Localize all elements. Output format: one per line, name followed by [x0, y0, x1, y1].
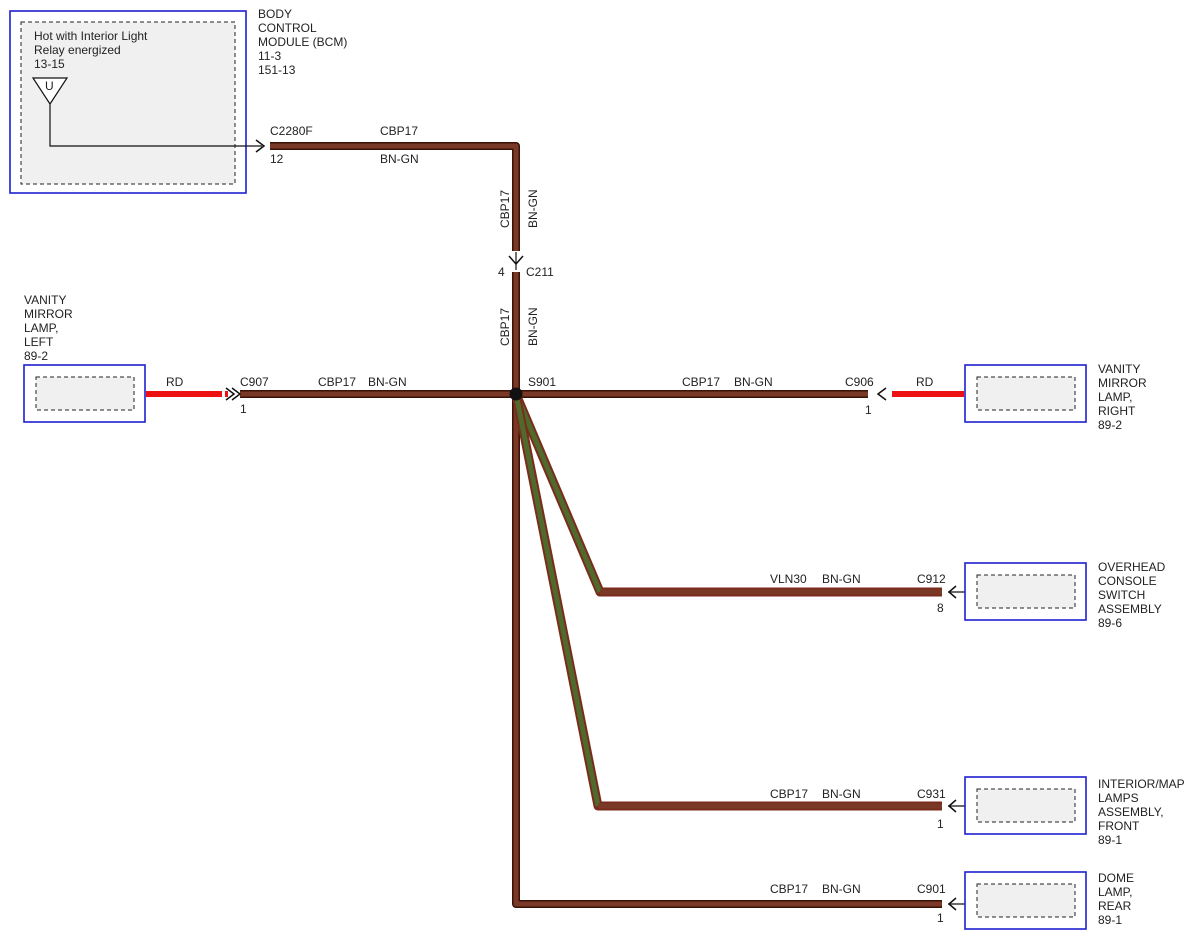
feed-symbol-icon: U [31, 77, 262, 147]
c931-connector-label: C931 [917, 787, 946, 801]
c906-pin-label: 1 [865, 403, 872, 417]
overhead-title-1: OVERHEAD [1098, 560, 1166, 574]
dome-component[interactable] [964, 871, 1087, 930]
vanity-right-lead-color: RD [916, 375, 934, 389]
c912-circuit-label: VLN30 [770, 572, 807, 586]
c912-connector-label: C912 [917, 572, 946, 586]
vertical-lower-circuit-label: CBP17 [498, 308, 512, 346]
c901-connector-label: C901 [917, 882, 946, 896]
overhead-title-5: 89-6 [1098, 616, 1122, 630]
vanity-left-lead-color: RD [166, 375, 184, 389]
vanity-right-title-1: VANITY [1098, 362, 1140, 376]
vertical-upper-color-label: BN-GN [526, 189, 540, 228]
vanity-right-component[interactable] [964, 364, 1087, 423]
bcm-title-4: 11-3 [258, 49, 281, 63]
dome-title-4: 89-1 [1098, 913, 1122, 927]
feed-symbol-letter: U [45, 79, 54, 93]
vanity-right-title-4: RIGHT [1098, 404, 1136, 418]
dome-inner [976, 883, 1076, 918]
interior-map-title-4: FRONT [1098, 819, 1140, 833]
overhead-component[interactable] [964, 562, 1087, 621]
splice-label: S901 [528, 375, 556, 389]
c211-connector-icon [508, 252, 524, 270]
c907-connector-label: C907 [240, 375, 269, 389]
overhead-title-3: SWITCH [1098, 588, 1145, 602]
c906-connector-icon [876, 387, 887, 401]
c907-connector-icon [225, 387, 242, 401]
vertical-upper-circuit-label: CBP17 [498, 190, 512, 228]
vanity-left-title-2: MIRROR [24, 307, 73, 321]
overhead-title-2: CONSOLE [1098, 574, 1157, 588]
interior-map-title-2: LAMPS [1098, 791, 1139, 805]
vanity-left-title-4: LEFT [24, 335, 54, 349]
c912-pin-label: 8 [937, 601, 944, 615]
branch-overhead-wire[interactable] [511, 392, 942, 597]
interior-map-title-3: ASSEMBLY, [1098, 805, 1164, 819]
bcm-inner-text-3: 13-15 [34, 57, 65, 71]
c931-circuit-label: CBP17 [770, 787, 808, 801]
c907-pin-label: 1 [240, 402, 247, 416]
c931-color-label: BN-GN [822, 787, 861, 801]
overhead-title-4: ASSEMBLY [1098, 602, 1162, 616]
overhead-inner [976, 574, 1076, 609]
bcm-module-inner [20, 21, 236, 185]
vanity-left-title-1: VANITY [24, 293, 66, 307]
main-harness-wire[interactable] [240, 142, 942, 908]
c2280f-connector-icon [255, 139, 266, 153]
branch-interior-map-wire[interactable] [511, 393, 942, 811]
vanity-right-title-2: MIRROR [1098, 376, 1147, 390]
vertical-lower-color-label: BN-GN [526, 307, 540, 346]
interior-map-inner [976, 788, 1076, 823]
interior-map-title-1: INTERIOR/MAP [1098, 777, 1185, 791]
dome-title-2: LAMP, [1098, 885, 1132, 899]
c931-pin-label: 1 [937, 817, 944, 831]
c912-color-label: BN-GN [822, 572, 861, 586]
dome-title-1: DOME [1098, 871, 1134, 885]
interior-map-component[interactable] [964, 776, 1087, 835]
c901-pin-label: 1 [937, 911, 944, 925]
c906-color-label: BN-GN [734, 375, 773, 389]
c906-circuit-label: CBP17 [682, 375, 720, 389]
splice-s901-dot [509, 387, 523, 401]
bcm-title-3: MODULE (BCM) [258, 35, 347, 49]
c211-connector-label: C211 [526, 265, 554, 279]
c2280f-circuit-label: CBP17 [380, 124, 418, 138]
vanity-right-inner [976, 376, 1076, 411]
vanity-left-title-3: LAMP, [24, 321, 58, 335]
c2280f-color-label: BN-GN [380, 152, 419, 166]
interior-map-title-5: 89-1 [1098, 833, 1122, 847]
c907-color-label: BN-GN [368, 375, 407, 389]
c907-circuit-label: CBP17 [318, 375, 356, 389]
c906-connector-label: C906 [845, 375, 874, 389]
bcm-title-2: CONTROL [258, 21, 317, 35]
bcm-inner-text-1: Hot with Interior Light [34, 29, 148, 43]
c2280f-pin-label: 12 [270, 152, 284, 166]
c901-color-label: BN-GN [822, 882, 861, 896]
vanity-right-title-3: LAMP, [1098, 390, 1132, 404]
bcm-title-5: 151-13 [258, 63, 296, 77]
vanity-left-title-5: 89-2 [24, 349, 48, 363]
vanity-left-inner [35, 376, 135, 411]
dome-title-3: REAR [1098, 899, 1132, 913]
bcm-module[interactable] [9, 10, 247, 194]
c211-pin-label: 4 [498, 265, 505, 279]
c901-circuit-label: CBP17 [770, 882, 808, 896]
bcm-inner-text-2: Relay energized [34, 43, 121, 57]
vanity-right-title-5: 89-2 [1098, 418, 1122, 432]
bcm-title-1: BODY [258, 7, 292, 21]
vanity-left-component[interactable] [23, 364, 146, 423]
c2280f-connector-label: C2280F [270, 124, 313, 138]
